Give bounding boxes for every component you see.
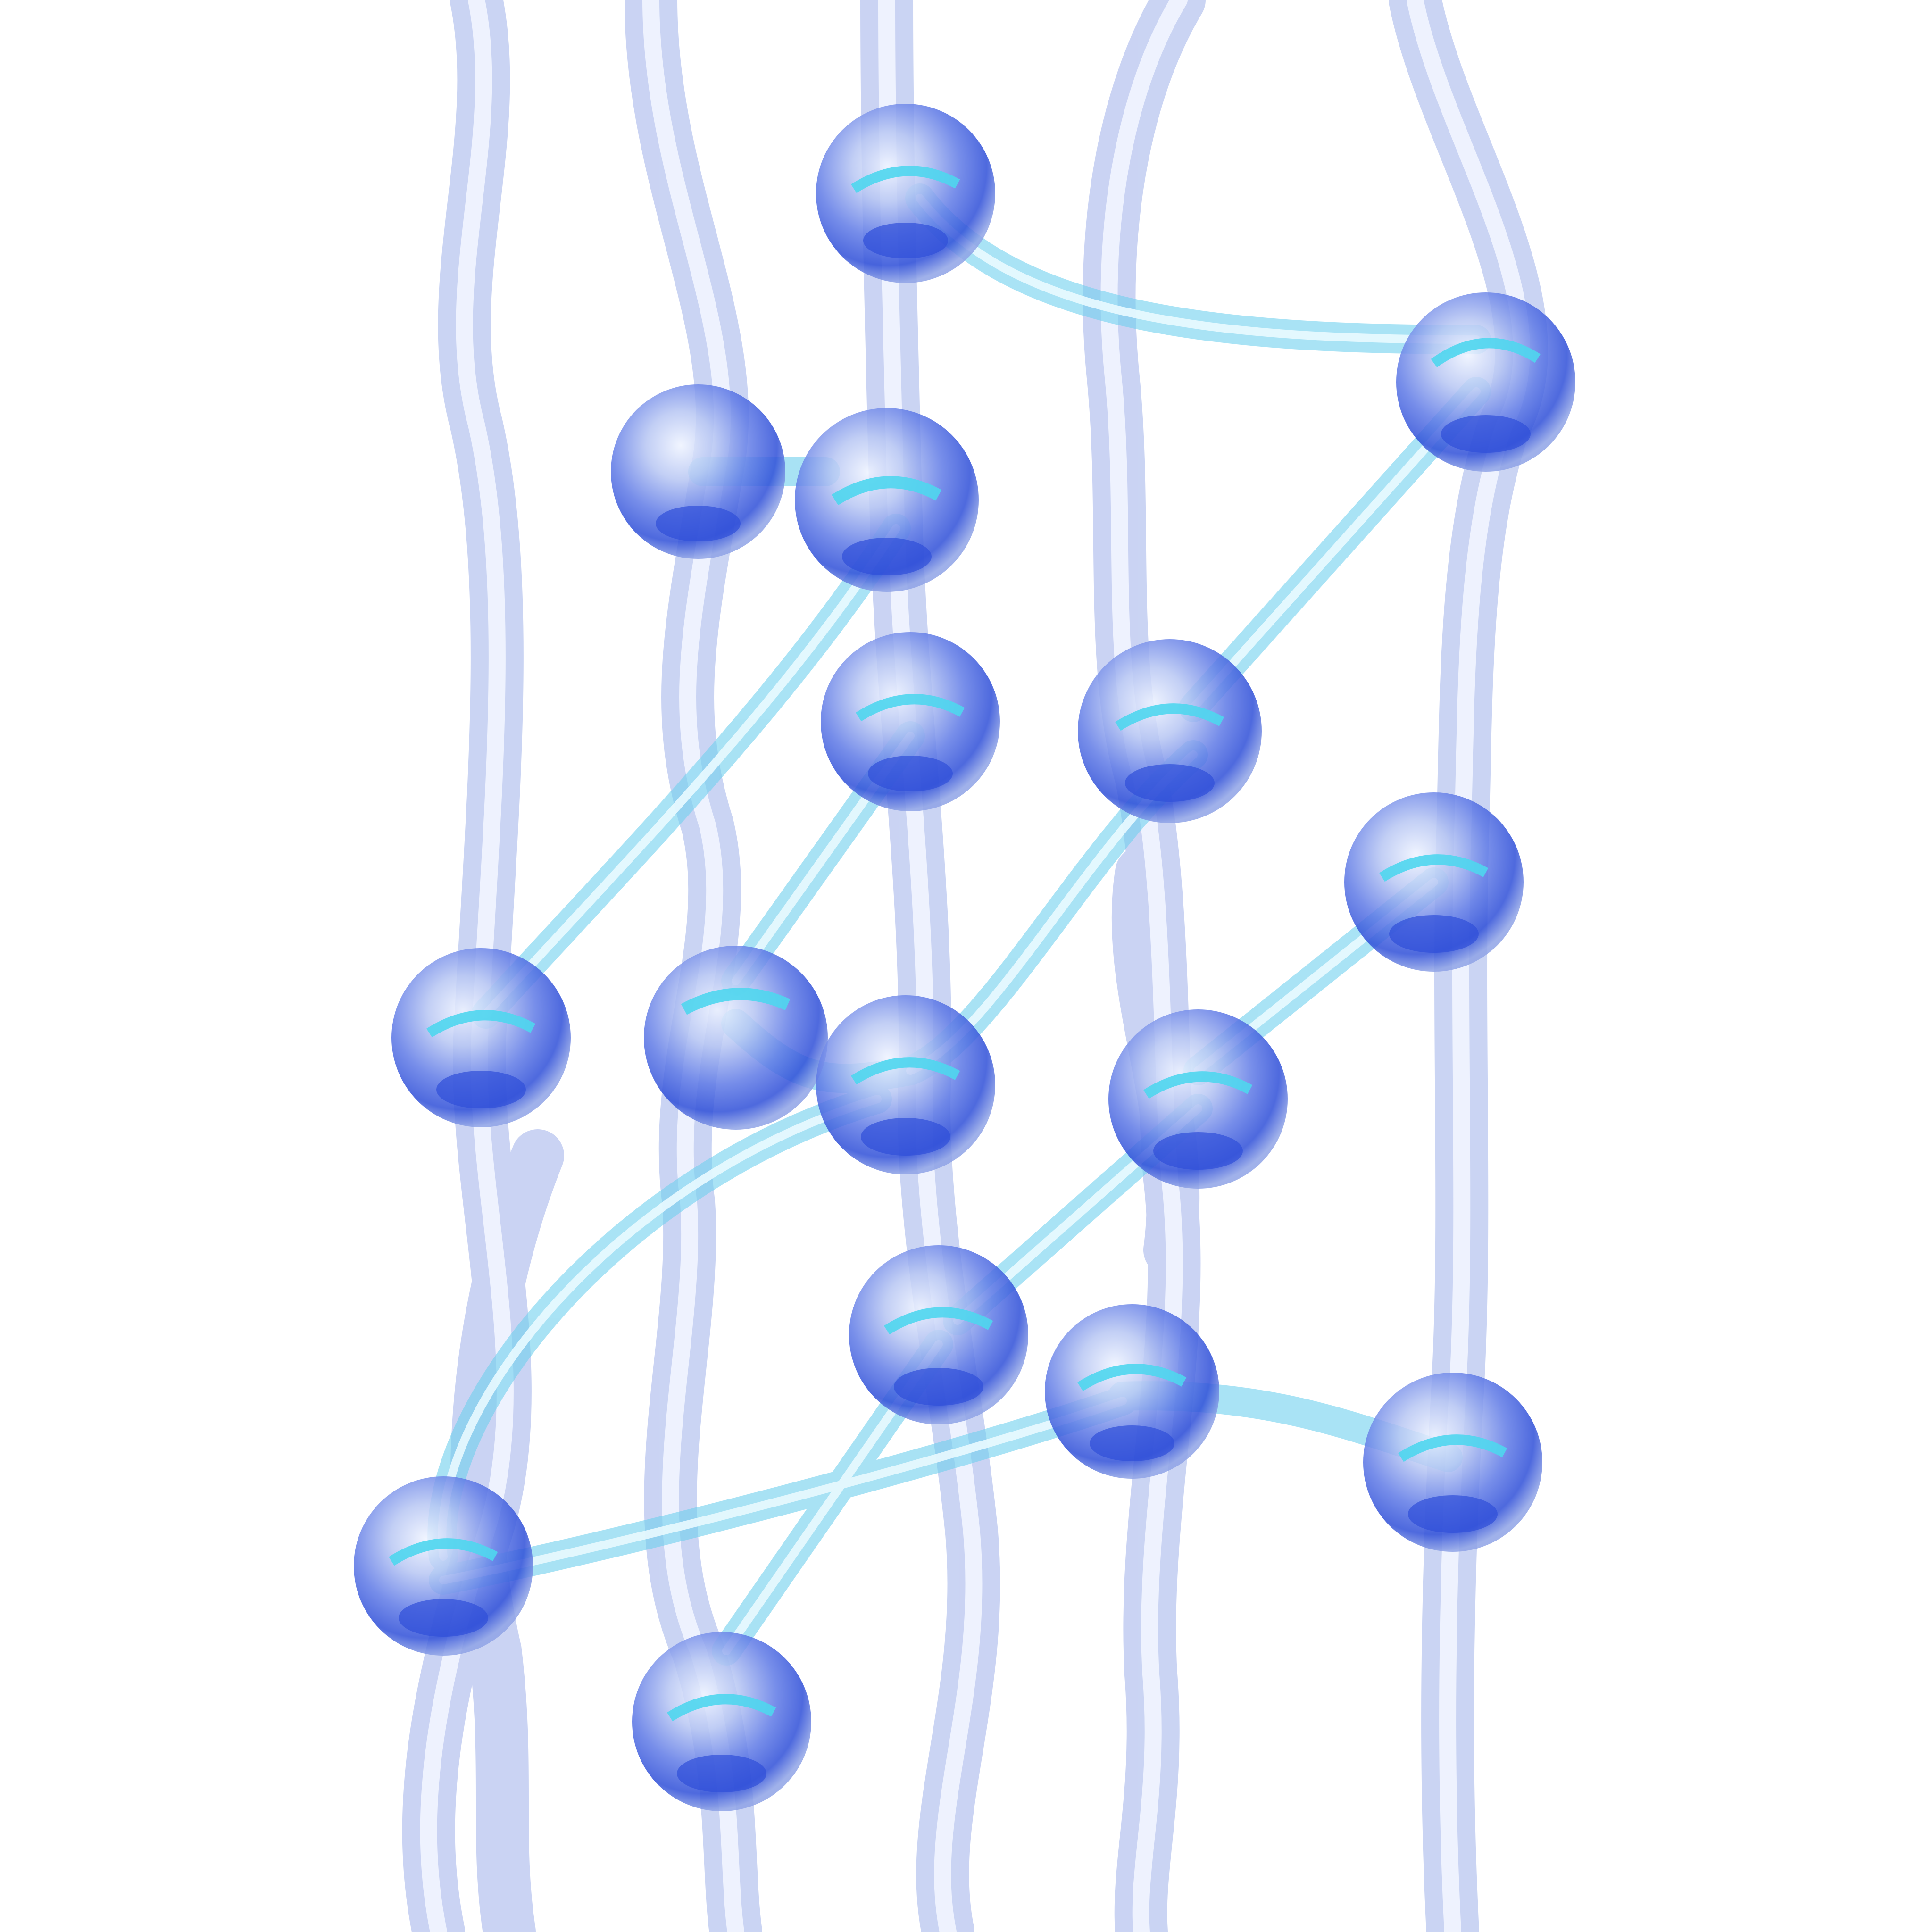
node-14 xyxy=(1363,1373,1542,1552)
node-7 xyxy=(391,948,571,1127)
node-13 xyxy=(1045,1304,1219,1479)
node-6 xyxy=(1078,639,1262,823)
node-2 xyxy=(611,384,785,559)
node-4 xyxy=(1396,292,1575,472)
node-16 xyxy=(632,1632,811,1811)
node-9 xyxy=(816,995,995,1174)
node-5 xyxy=(821,632,1000,811)
node-8 xyxy=(644,946,828,1130)
glass-nodes xyxy=(354,104,1575,1811)
node-10 xyxy=(1344,792,1524,972)
vertical-strands xyxy=(402,0,1548,1932)
node-3 xyxy=(795,408,979,592)
node-15 xyxy=(354,1476,533,1656)
node-1 xyxy=(816,104,995,283)
node-12 xyxy=(849,1245,1028,1424)
node-11 xyxy=(1108,1009,1288,1189)
